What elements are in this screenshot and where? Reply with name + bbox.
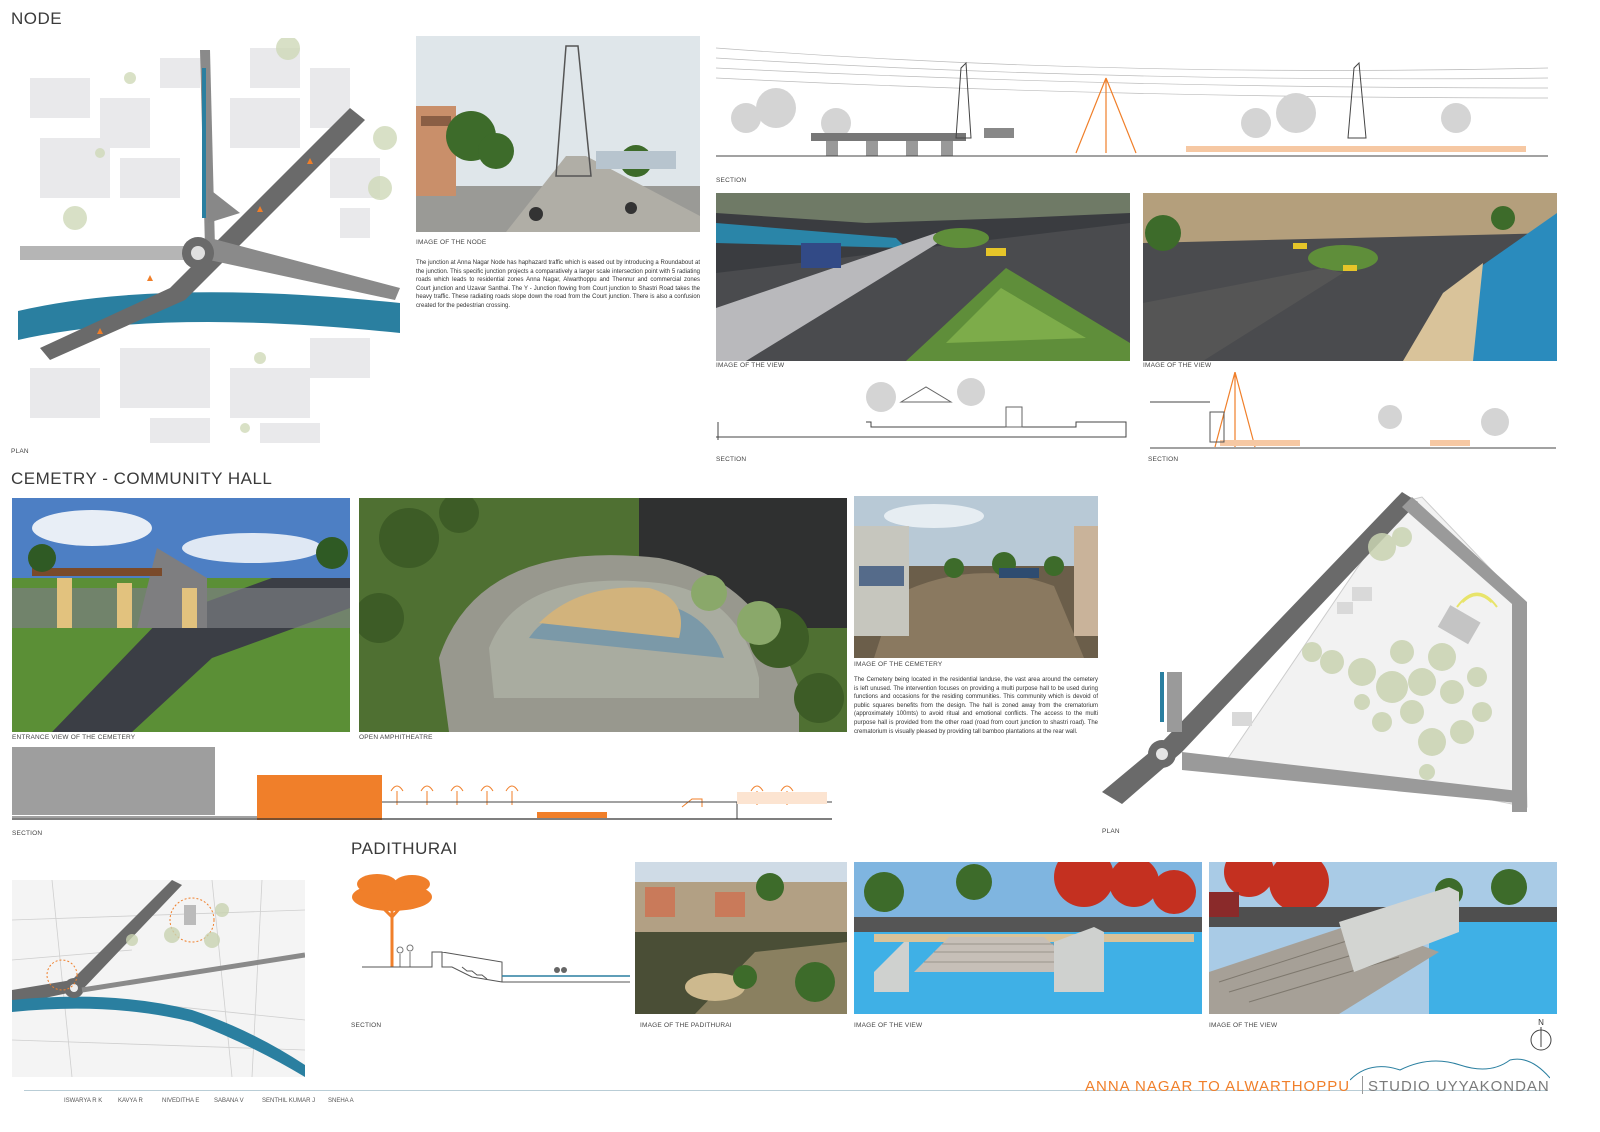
node-view-1-caption: IMAGE OF THE VIEW bbox=[716, 362, 785, 369]
node-view-2 bbox=[1143, 193, 1557, 361]
north-arrow: N bbox=[1528, 1018, 1554, 1054]
cemetery-amphitheatre-caption: OPEN AMPHITHEATRE bbox=[359, 734, 433, 741]
river-line-icon bbox=[1350, 1058, 1550, 1081]
node-view-2-caption: IMAGE OF THE VIEW bbox=[1143, 362, 1212, 369]
credit-1: ISWARYA R K bbox=[64, 1098, 103, 1104]
padithurai-view-1-caption: IMAGE OF THE VIEW bbox=[854, 1022, 923, 1029]
node-view-1 bbox=[716, 193, 1130, 361]
cemetery-entrance-caption: ENTRANCE VIEW OF THE CEMETERY bbox=[12, 734, 136, 741]
footer-title: ANNA NAGAR TO ALWARTHOPPU bbox=[1085, 1078, 1351, 1095]
footer-divider bbox=[24, 1090, 1548, 1091]
credit-2: KAVYA R bbox=[118, 1098, 143, 1104]
padithurai-plan bbox=[12, 880, 305, 1077]
footer-studio: STUDIO UYYAKONDAN bbox=[1368, 1078, 1550, 1095]
cemetery-plan-label: PLAN bbox=[1102, 828, 1120, 835]
padithurai-section bbox=[352, 872, 630, 1012]
node-section-bottom-left-label: SECTION bbox=[716, 456, 747, 463]
node-plan-label: PLAN bbox=[11, 448, 29, 455]
credit-6: SNEHA A bbox=[328, 1098, 354, 1104]
section-title-cemetery: CEMETRY - COMMUNITY HALL bbox=[11, 469, 273, 488]
credit-5: SENTHIL KUMAR J bbox=[262, 1098, 316, 1104]
node-section-top bbox=[716, 38, 1548, 168]
node-plan bbox=[10, 38, 402, 448]
cemetery-plan bbox=[1102, 492, 1532, 824]
node-section-top-label: SECTION bbox=[716, 177, 747, 184]
padithurai-section-label: SECTION bbox=[351, 1022, 382, 1029]
credit-4: SABANA V bbox=[214, 1098, 244, 1104]
node-photo bbox=[416, 36, 700, 232]
cemetery-description: The Cemetery being located in the reside… bbox=[854, 677, 1098, 735]
cemetery-amphitheatre bbox=[359, 498, 847, 732]
north-label: N bbox=[1538, 1018, 1544, 1027]
cemetery-photo-caption: IMAGE OF THE CEMETERY bbox=[854, 661, 943, 668]
cemetery-photo bbox=[854, 496, 1098, 658]
padithurai-view-1 bbox=[854, 862, 1202, 1014]
padithurai-view-2 bbox=[1209, 862, 1557, 1014]
node-section-bottom-right-label: SECTION bbox=[1148, 456, 1179, 463]
padithurai-photo bbox=[635, 862, 847, 1014]
section-title-padithurai: PADITHURAI bbox=[351, 839, 458, 858]
north-arrow-icon bbox=[1530, 1027, 1552, 1051]
footer-title-separator bbox=[1362, 1076, 1363, 1094]
padithurai-view-2-caption: IMAGE OF THE VIEW bbox=[1209, 1022, 1278, 1029]
cemetery-entrance-view bbox=[12, 498, 350, 732]
node-section-bottom-left bbox=[716, 372, 1130, 452]
section-title-node: NODE bbox=[11, 9, 63, 28]
node-section-bottom-right bbox=[1150, 372, 1556, 452]
credit-3: NIVEDITHA E bbox=[162, 1098, 200, 1104]
node-photo-caption: IMAGE OF THE NODE bbox=[416, 239, 487, 246]
cemetery-section-label: SECTION bbox=[12, 830, 43, 837]
padithurai-photo-caption: IMAGE OF THE PADITHURAI bbox=[640, 1022, 732, 1029]
cemetery-section bbox=[12, 747, 832, 825]
node-description: The junction at Anna Nagar Node has haph… bbox=[416, 260, 700, 309]
